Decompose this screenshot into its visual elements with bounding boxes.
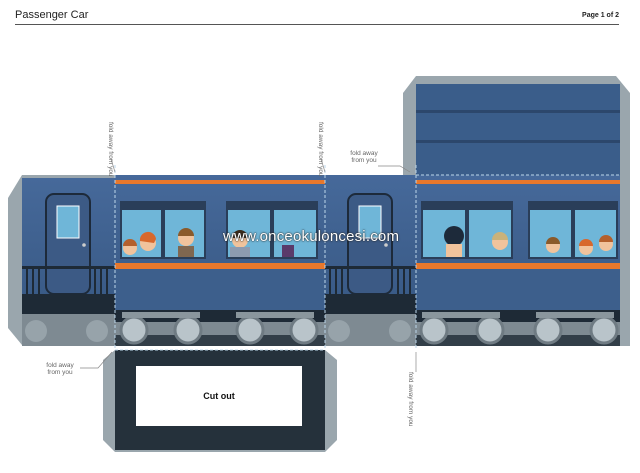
- page-number: Page 1 of 2: [582, 12, 619, 19]
- left-door-window: [56, 205, 80, 239]
- fold-label-bottom-left: fold away from you: [46, 362, 74, 376]
- roof-panel: [403, 76, 630, 175]
- fold-label-top-middle: fold away from you: [317, 122, 324, 177]
- window: [274, 210, 316, 257]
- floor-panel: [103, 350, 337, 452]
- header-rule: [15, 24, 619, 25]
- page-title: Passenger Car: [15, 9, 89, 21]
- side-panel-1: [115, 175, 325, 346]
- window: [469, 210, 511, 257]
- fold-label-top-right: fold away from you: [350, 150, 378, 164]
- cutout-window: [136, 366, 302, 426]
- top-stripe: [115, 180, 325, 184]
- left-end-panel: [8, 175, 115, 346]
- cutout-label: Cut out: [203, 391, 235, 401]
- right-end-panel: [325, 175, 416, 346]
- side-panel-2: [416, 175, 630, 346]
- watermark: www.onceokuloncesi.com: [223, 228, 400, 245]
- right-door-window: [358, 205, 382, 239]
- bottom-stripe: [115, 263, 325, 269]
- fold-lines: [114, 165, 620, 351]
- fold-label-bottom-right: fold away from you: [407, 372, 414, 427]
- fold-label-top-left: fold away from you: [107, 122, 114, 177]
